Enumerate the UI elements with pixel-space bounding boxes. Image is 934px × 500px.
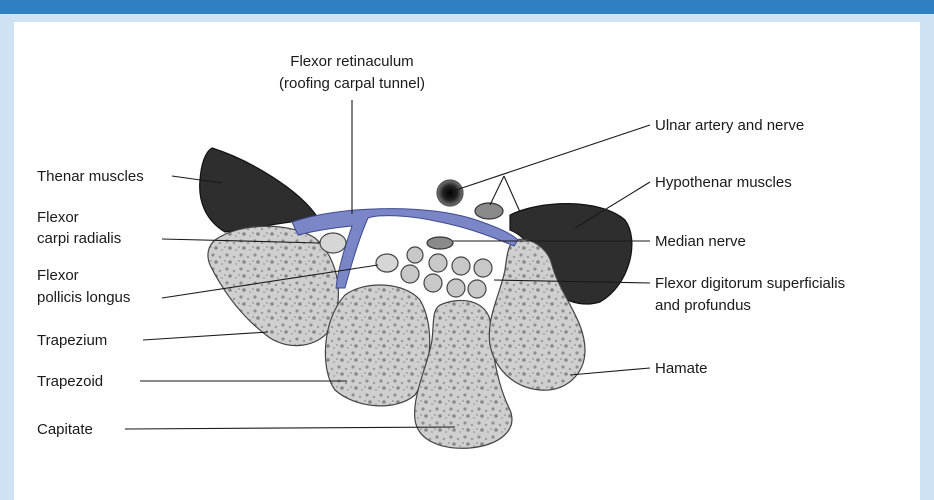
label-trapezoid: Trapezoid [37,373,103,390]
trapezium-bone [208,226,338,345]
median-nerve [427,237,453,249]
label-fcr-line2: carpi radialis [37,230,121,247]
trapezoid-bone [325,285,429,406]
label-ulnar-artery-nerve: Ulnar artery and nerve [655,117,804,134]
label-capitate: Capitate [37,421,93,438]
label-flexor-retinaculum-line2: (roofing carpal tunnel) [279,75,425,92]
ulnar-artery [437,180,463,206]
label-fds-line2: and profundus [655,297,751,314]
ulnar-nerve [475,203,503,219]
label-trapezium: Trapezium [37,332,107,349]
flexor-pollicis-longus-tendon [376,254,398,272]
label-flexor-retinaculum-line1: Flexor retinaculum [290,53,413,70]
label-fcr-line1: Flexor [37,209,79,226]
label-thenar-muscles: Thenar muscles [37,168,144,185]
label-fds-line1: Flexor digitorum superficialis [655,275,845,292]
label-hypothenar-muscles: Hypothenar muscles [655,174,792,191]
flexor-digitorum-tendons [401,247,492,298]
label-fpl-line1: Flexor [37,267,79,284]
label-median-nerve: Median nerve [655,233,746,250]
label-hamate: Hamate [655,360,708,377]
label-fpl-line2: pollicis longus [37,289,130,306]
flexor-carpi-radialis-tendon [320,233,346,253]
